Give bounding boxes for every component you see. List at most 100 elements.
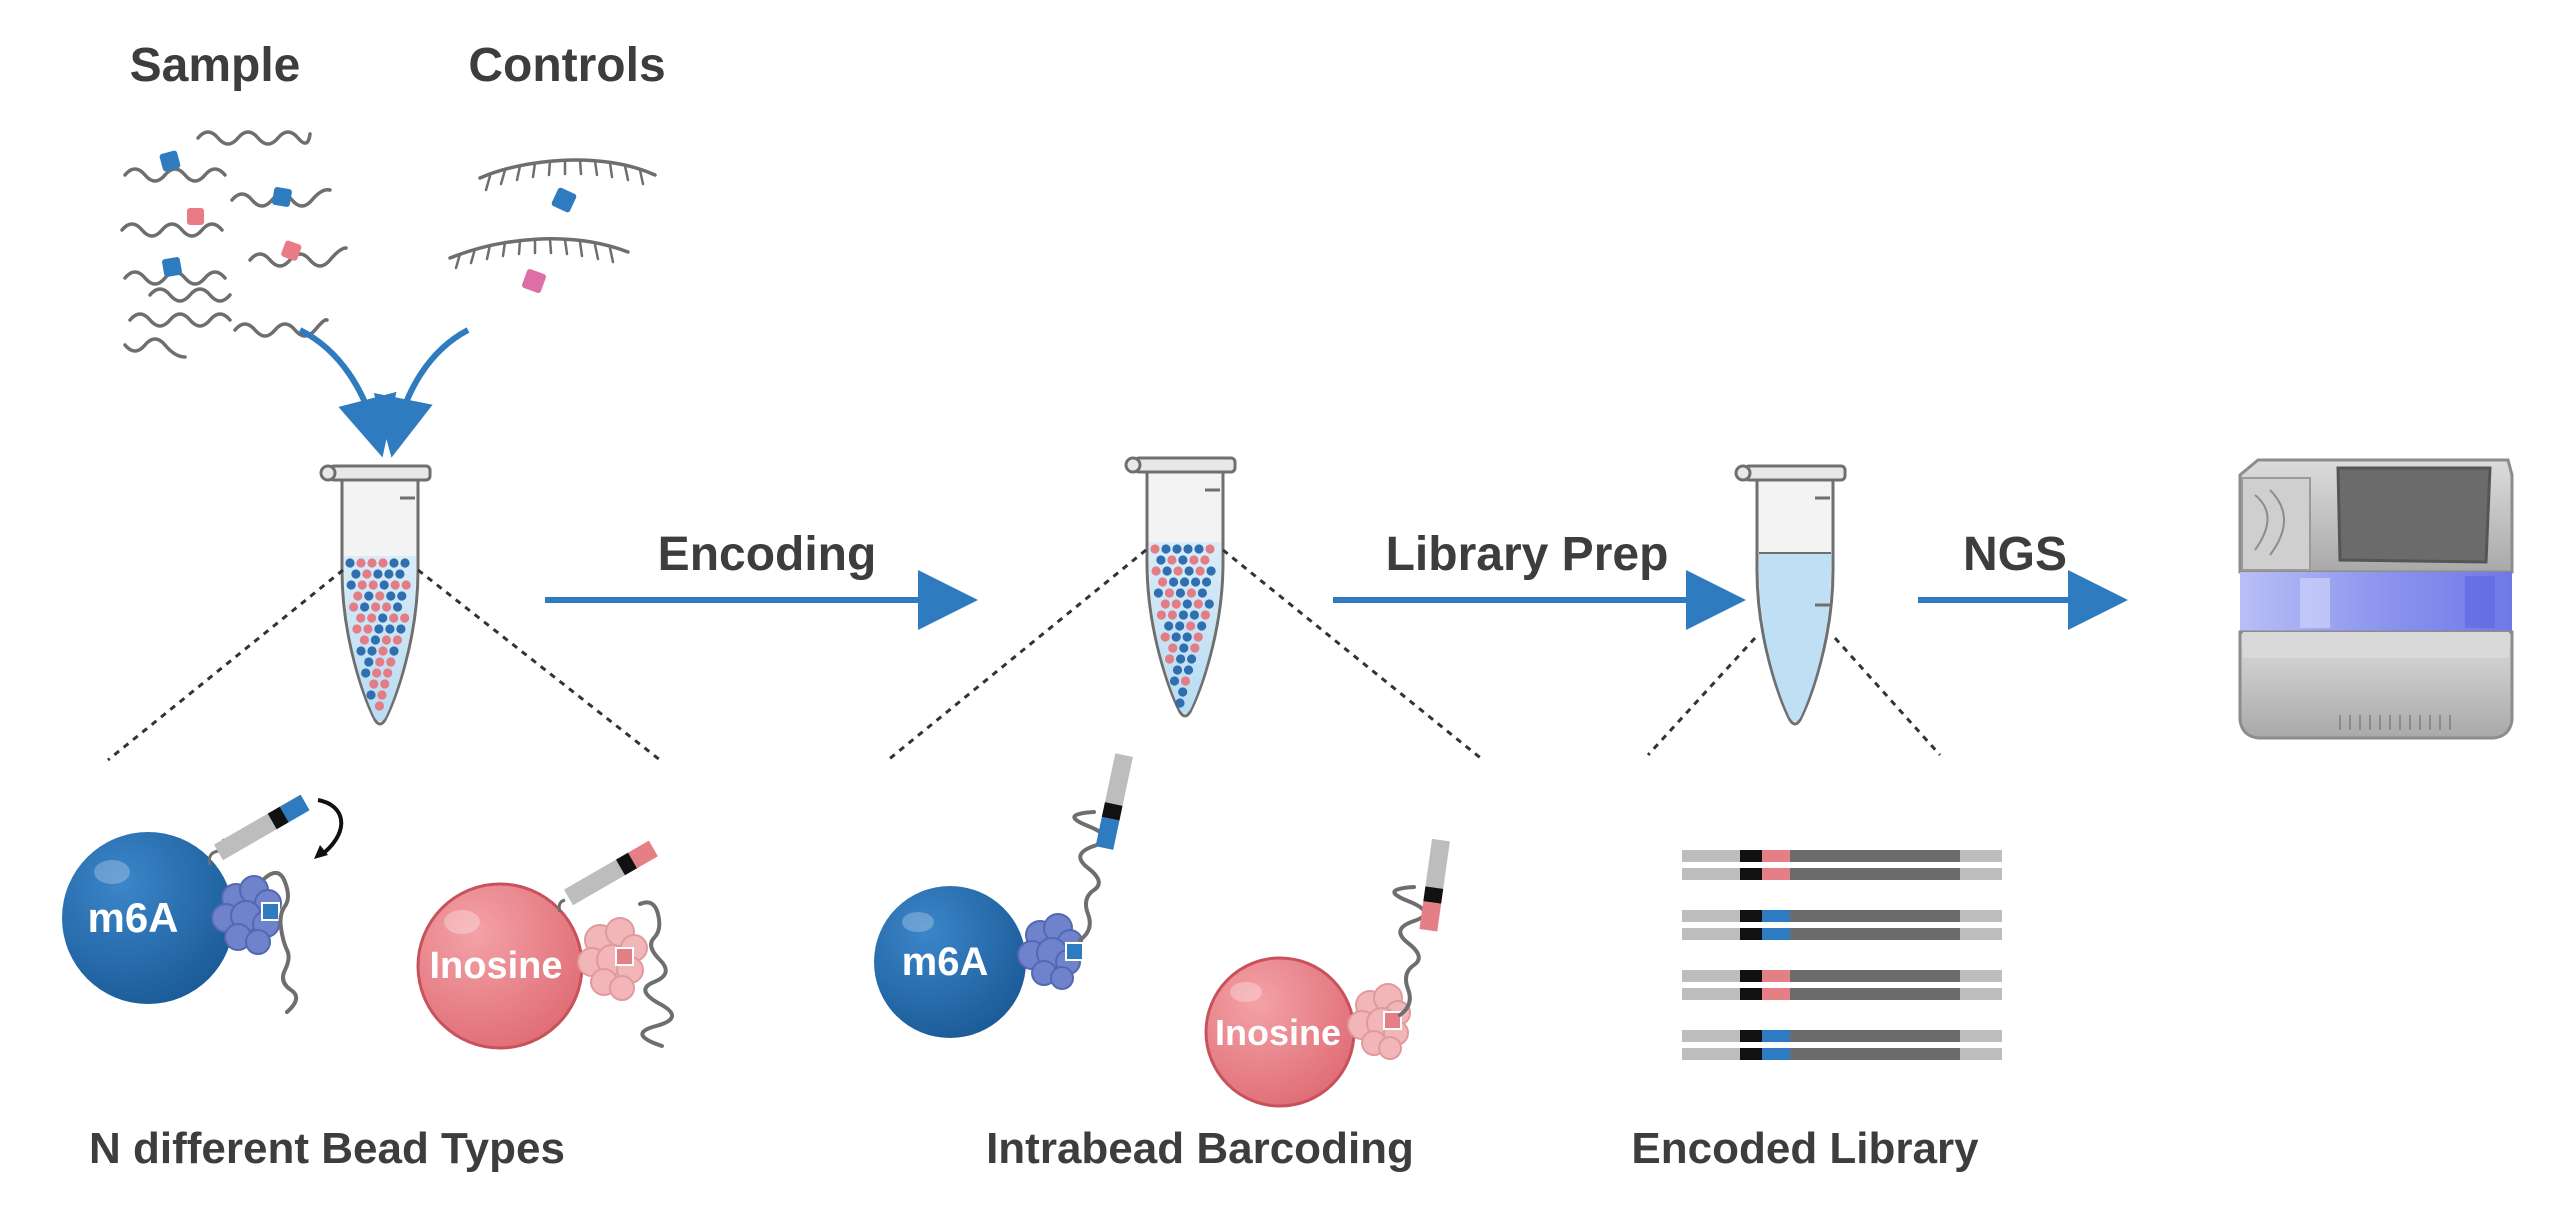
zoom-line	[887, 548, 1147, 762]
bead-dot	[1183, 665, 1194, 675]
bead-dot	[1158, 577, 1168, 587]
bead-dot	[364, 591, 374, 601]
bead-dot	[1162, 566, 1172, 576]
bead-dot	[1172, 665, 1183, 675]
bead-icon	[416, 882, 584, 1050]
bead-dot	[372, 668, 382, 678]
bead-dot	[1204, 599, 1214, 609]
bead-dot	[367, 613, 377, 623]
antibody-icon	[577, 917, 648, 1001]
library-read	[1682, 970, 2002, 1000]
bead-dot	[1197, 621, 1207, 631]
bead-dot	[1189, 555, 1199, 565]
bead-dot	[383, 668, 393, 678]
bead-dot	[360, 602, 370, 612]
bead-dot	[356, 646, 366, 656]
control-m6a-mod	[551, 187, 577, 213]
bead-dot	[389, 558, 399, 568]
bead-dot	[1186, 621, 1196, 631]
m6a-mod-icon	[162, 257, 182, 277]
bead-dot	[392, 635, 402, 645]
bead-dot	[386, 591, 396, 601]
bead-dot	[378, 613, 388, 623]
panel-encoded-library	[1682, 850, 2002, 1060]
rna-strand-icon	[123, 337, 187, 359]
rna-strand-icon	[263, 870, 299, 1014]
bead-dot	[1171, 599, 1181, 609]
bead-dot	[1206, 566, 1216, 576]
bead-dot	[1179, 643, 1189, 653]
bead-dot	[384, 569, 394, 579]
bead-dot	[1150, 544, 1160, 554]
bead-dot	[400, 558, 410, 568]
bead-dot	[353, 591, 363, 601]
bead-dot	[362, 569, 372, 579]
bead-icon	[1204, 956, 1356, 1108]
sequencer-icon	[2238, 458, 2514, 740]
bead-dot	[395, 569, 405, 579]
bead-dot	[1165, 654, 1175, 664]
bead-dot	[1194, 544, 1204, 554]
bead-dot	[373, 569, 383, 579]
bead-dot	[385, 624, 395, 634]
dna-control-icon	[478, 158, 657, 180]
m6a-bead-label: m6A	[87, 894, 178, 941]
bead-dot	[1164, 588, 1174, 598]
m6a-mod-icon	[159, 150, 181, 172]
bead-dot	[1189, 610, 1199, 620]
bead-dot	[1167, 555, 1177, 565]
bead-dot	[368, 580, 378, 590]
bead-dot	[1180, 577, 1190, 587]
zoom-line	[1646, 636, 1757, 757]
inosine-mod-icon	[281, 240, 302, 261]
bead-dot	[356, 558, 366, 568]
pool-arrow-controls	[373, 327, 470, 458]
bead-dot	[366, 690, 376, 700]
rna-strand-icon	[123, 167, 227, 183]
m6a-mod-icon	[1065, 942, 1084, 961]
bead-dot	[1195, 566, 1205, 576]
tube-icon	[319, 464, 432, 726]
bead-dot	[1180, 676, 1191, 686]
m6a-bead-label: m6A	[902, 940, 989, 984]
sample-rna-strands	[120, 130, 348, 359]
bead-dot	[370, 635, 380, 645]
bead-dot	[1160, 599, 1170, 609]
bead-dot	[386, 657, 396, 667]
bead-dot	[349, 602, 359, 612]
bead-dot	[374, 624, 384, 634]
bead-dot	[1164, 621, 1174, 631]
bead-dot	[1182, 599, 1192, 609]
controls-label: Controls	[468, 39, 665, 92]
bead-dot	[378, 646, 388, 656]
bead-dot	[1171, 632, 1181, 642]
inosine-mod-icon	[1383, 1011, 1402, 1030]
bead-dot	[389, 646, 399, 656]
library-read	[1682, 910, 2002, 940]
bead-dot	[1178, 610, 1188, 620]
rna-strand-icon	[233, 317, 329, 338]
bead-dot	[357, 580, 367, 590]
bead-dot	[1184, 566, 1194, 576]
bead-dot	[1175, 588, 1185, 598]
bead-dot	[1178, 555, 1188, 565]
bead-dot	[1175, 621, 1185, 631]
bead-dot	[1168, 643, 1178, 653]
bead-dot	[1161, 544, 1171, 554]
library-read	[1682, 1030, 2002, 1060]
bead-dot	[1173, 566, 1183, 576]
bead-dot	[381, 635, 391, 645]
rna-strand-icon	[148, 287, 232, 303]
bead-dot	[374, 701, 384, 711]
zoom-line	[1833, 636, 1942, 757]
bead-dot	[397, 591, 407, 601]
rna-strand-icon	[196, 130, 312, 146]
tube-icon	[1734, 464, 1847, 726]
bead-dot	[1176, 654, 1186, 664]
bead-dot	[352, 624, 362, 634]
bead-dot	[401, 580, 411, 590]
bead-dot	[379, 580, 389, 590]
bead-dot	[351, 569, 361, 579]
inosine-mod-icon	[187, 208, 204, 225]
ligation-arrow	[317, 798, 344, 854]
